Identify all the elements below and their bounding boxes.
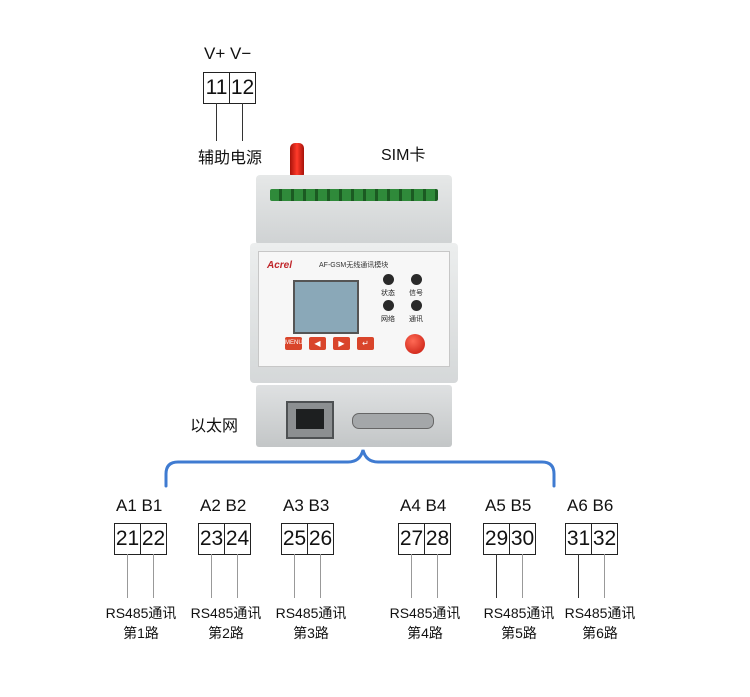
terminal-24: 24 — [224, 524, 250, 554]
model-label: AF-GSM无线通讯模块 — [319, 262, 389, 269]
device-bottom-module — [256, 385, 452, 447]
pair-label: A5 B5 — [485, 496, 532, 515]
port-caption: RS485通讯 第6路 — [555, 603, 645, 643]
gateway-device: Acrel AF-GSM无线通讯模块 状态 信号 网络 通讯 MENU ◀ ▶ … — [250, 175, 458, 447]
wire-b — [237, 554, 238, 598]
terminal-block: 25 26 — [281, 523, 334, 555]
terminal-block: 23 24 — [198, 523, 251, 555]
wire-a — [294, 554, 295, 598]
pair-label: A3 B3 — [283, 496, 330, 515]
network-led-icon — [383, 300, 394, 311]
pair-label: A4 B4 — [400, 496, 447, 515]
terminal-block: 31 32 — [565, 523, 618, 555]
power-terminal-block: 11 12 — [203, 72, 256, 104]
terminal-22: 22 — [140, 524, 166, 554]
right-arrow-button[interactable]: ▶ — [333, 337, 350, 350]
terminal-32: 32 — [591, 524, 617, 554]
lora-antenna-knob-icon — [405, 334, 425, 354]
terminal-strip — [270, 189, 438, 201]
wire-a — [127, 554, 128, 598]
menu-button[interactable]: MENU — [285, 337, 303, 350]
control-panel: Acrel AF-GSM无线通讯模块 状态 信号 网络 通讯 MENU ◀ ▶ … — [258, 251, 450, 367]
signal-led-icon — [411, 274, 422, 285]
caption-line1: RS485通讯 — [275, 605, 347, 621]
device-top-module — [256, 175, 452, 245]
wire-a — [496, 554, 497, 598]
wire-b — [437, 554, 438, 598]
caption-line2: 第4路 — [407, 625, 443, 641]
terminal-23: 23 — [199, 527, 224, 550]
wire-b — [522, 554, 523, 598]
wire-b — [604, 554, 605, 598]
terminal-25: 25 — [282, 527, 307, 550]
aux-power-caption: 辅助电源 — [198, 150, 263, 167]
terminal-27: 27 — [399, 527, 424, 550]
port-caption: RS485通讯 第3路 — [266, 603, 356, 643]
terminal-block: 21 22 — [114, 523, 167, 555]
caption-line2: 第5路 — [501, 625, 537, 641]
caption-line2: 第2路 — [208, 625, 244, 641]
terminal-29: 29 — [484, 527, 509, 550]
device-front-panel: Acrel AF-GSM无线通讯模块 状态 信号 网络 通讯 MENU ◀ ▶ … — [250, 243, 458, 383]
caption-line1: RS485通讯 — [105, 605, 177, 621]
rs485-port-icon — [352, 413, 434, 429]
terminal-31: 31 — [566, 527, 591, 550]
terminal-30: 30 — [509, 524, 535, 554]
pair-label: A1 B1 — [116, 496, 163, 515]
ethernet-label: 以太网 — [190, 418, 239, 435]
pair-label: A6 B6 — [567, 496, 614, 515]
terminal-28: 28 — [424, 524, 450, 554]
terminal-21: 21 — [115, 527, 140, 550]
terminal-26: 26 — [307, 524, 333, 554]
ethernet-port-icon — [286, 401, 334, 439]
caption-line1: RS485通讯 — [483, 605, 555, 621]
left-arrow-button[interactable]: ◀ — [309, 337, 326, 350]
indicator-label-status: 状态 — [381, 290, 395, 297]
caption-line2: 第3路 — [293, 625, 329, 641]
wire-a — [211, 554, 212, 598]
port-caption: RS485通讯 第5路 — [474, 603, 564, 643]
wire-b — [153, 554, 154, 598]
brand-logo: Acrel — [267, 260, 293, 271]
power-wire-left — [216, 103, 217, 141]
port-caption: RS485通讯 第2路 — [181, 603, 271, 643]
status-led-icon — [383, 274, 394, 285]
antenna-icon — [290, 143, 304, 176]
terminal-block: 27 28 — [398, 523, 451, 555]
wire-b — [320, 554, 321, 598]
comm-led-icon — [411, 300, 422, 311]
caption-line2: 第1路 — [123, 625, 159, 641]
wire-a — [411, 554, 412, 598]
lcd-screen — [293, 280, 359, 334]
terminal-block: 29 30 — [483, 523, 536, 555]
power-wire-right — [242, 103, 243, 141]
port-caption: RS485通讯 第4路 — [380, 603, 470, 643]
indicator-label-network: 网络 — [381, 316, 395, 323]
caption-line1: RS485通讯 — [389, 605, 461, 621]
caption-line1: RS485通讯 — [190, 605, 262, 621]
caption-line1: RS485通讯 — [564, 605, 636, 621]
enter-button[interactable]: ↵ — [357, 337, 374, 350]
sim-card-label: SIM卡 — [381, 147, 426, 164]
indicator-label-comm: 通讯 — [409, 316, 423, 323]
terminal-12: 12 — [229, 73, 255, 103]
terminal-11: 11 — [205, 76, 228, 99]
indicator-label-signal: 信号 — [409, 290, 423, 297]
wire-a — [578, 554, 579, 598]
caption-line2: 第6路 — [582, 625, 618, 641]
port-caption: RS485通讯 第1路 — [96, 603, 186, 643]
power-terminal-title: V+ V− — [204, 44, 252, 63]
pair-label: A2 B2 — [200, 496, 247, 515]
